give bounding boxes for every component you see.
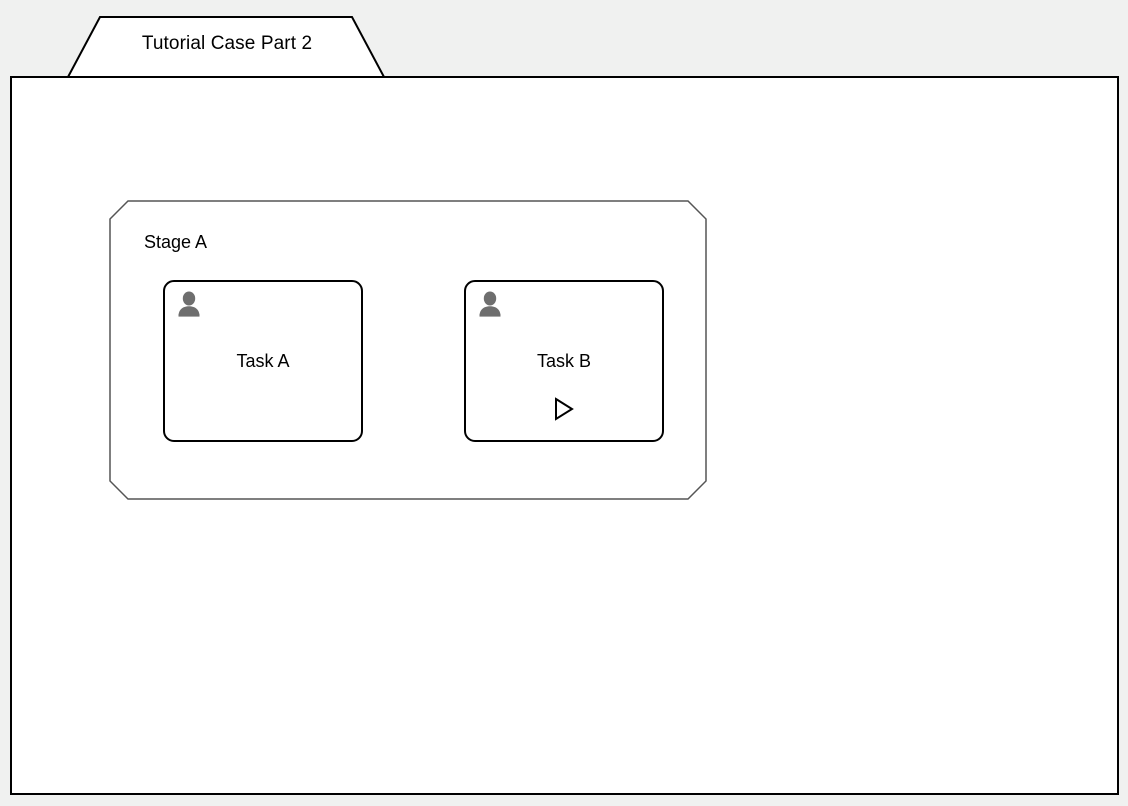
task-a-node[interactable]: Task A <box>163 280 363 442</box>
tab-shape <box>67 16 385 78</box>
user-icon <box>178 291 200 317</box>
play-triangle-icon <box>555 397 574 421</box>
diagram-canvas[interactable]: Stage A Task A Task B <box>10 76 1119 795</box>
user-icon <box>479 291 501 317</box>
tab-label: Tutorial Case Part 2 <box>141 33 313 54</box>
stage-a-container[interactable]: Stage A Task A Task B <box>109 200 707 500</box>
tab-strip: Tutorial Case Part 2 <box>0 0 1128 78</box>
stage-a-title: Stage A <box>144 232 208 252</box>
task-b-marker <box>466 396 662 422</box>
tab-tutorial-case-part-2[interactable]: Tutorial Case Part 2 <box>62 12 392 78</box>
task-b-node[interactable]: Task B <box>464 280 664 442</box>
